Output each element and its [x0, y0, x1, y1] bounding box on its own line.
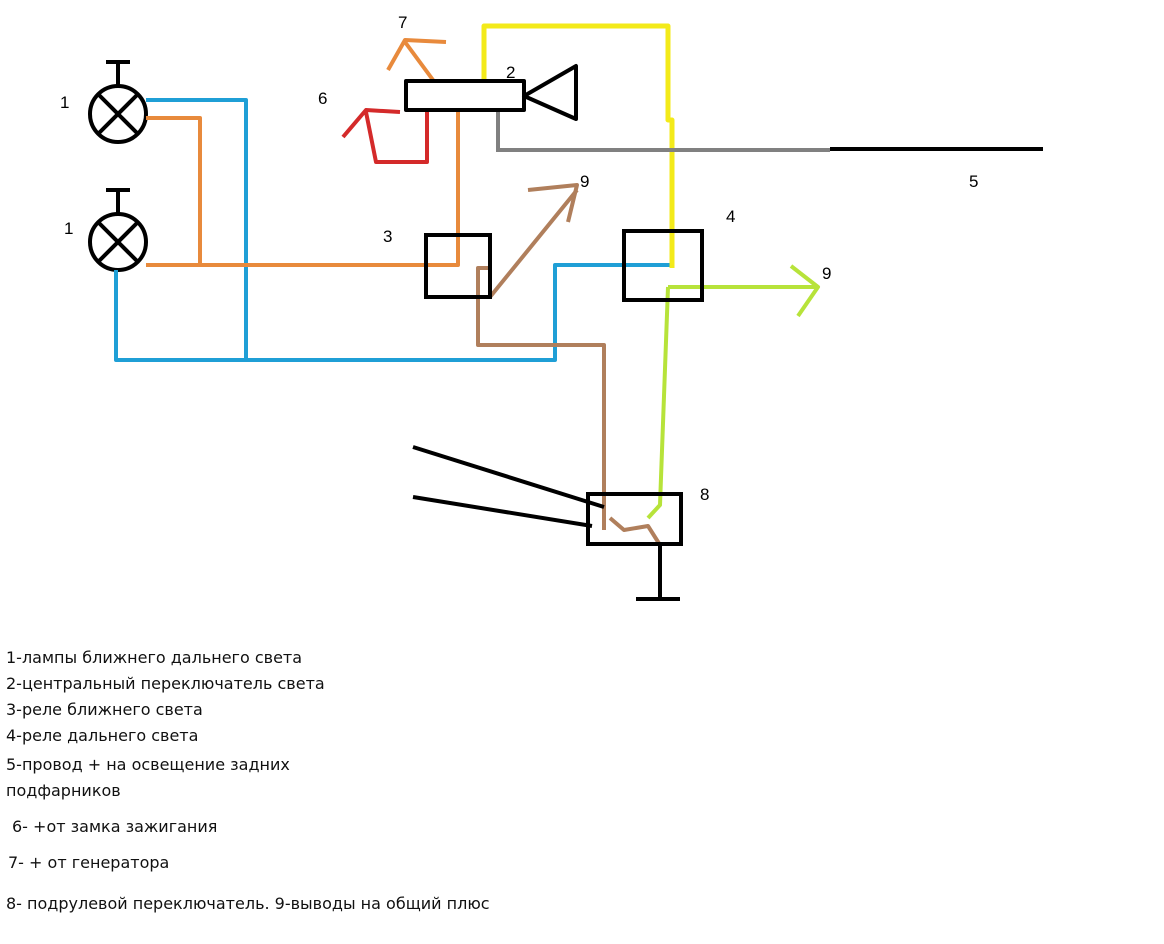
- label-lamp-top: 1: [60, 93, 69, 112]
- label-ignition: 6: [318, 89, 327, 108]
- yellow-wire: [481, 23, 675, 268]
- label-lamp-bottom: 1: [64, 219, 73, 238]
- label-switch: 2: [506, 63, 515, 82]
- legend-item-5: 5-провод + на освещение задних: [6, 755, 290, 774]
- label-relay-low: 3: [383, 227, 392, 246]
- stalk-switch: [412, 445, 683, 601]
- label-stalk-switch: 8: [700, 485, 709, 504]
- label-rear-wire: 5: [969, 172, 978, 191]
- legend-item-7: 7- + от генератора: [8, 853, 170, 872]
- legend-item-4: 4-реле дальнего света: [6, 726, 199, 745]
- lime-wire: [646, 264, 820, 520]
- label-plus-out-1: 9: [580, 172, 589, 191]
- brown-wire: [476, 183, 662, 547]
- orange-wires: [146, 38, 460, 267]
- legend-item-5-cont: подфарников: [6, 781, 121, 800]
- red-wire: [341, 108, 429, 164]
- relay-high-box: [622, 229, 704, 302]
- legend-item-1: 1-лампы ближнего дальнего света: [6, 648, 303, 667]
- relay-low-box: [424, 233, 492, 299]
- gray-wire: [496, 110, 830, 152]
- label-relay-high: 4: [726, 207, 735, 226]
- label-generator: 7: [398, 13, 407, 32]
- legend-item-8-9: 8- подрулевой переключатель. 9-выводы на…: [6, 894, 490, 913]
- legend-item-3: 3-реле ближнего света: [6, 700, 203, 719]
- blue-wires: [114, 98, 670, 362]
- legend-item-6: 6- +от замка зажигания: [12, 817, 218, 836]
- central-switch: [404, 64, 578, 121]
- label-plus-out-2: 9: [822, 264, 831, 283]
- lamp-bottom: [88, 188, 148, 272]
- lamp-top: [88, 60, 148, 144]
- legend-item-2: 2-центральный переключатель света: [6, 674, 325, 693]
